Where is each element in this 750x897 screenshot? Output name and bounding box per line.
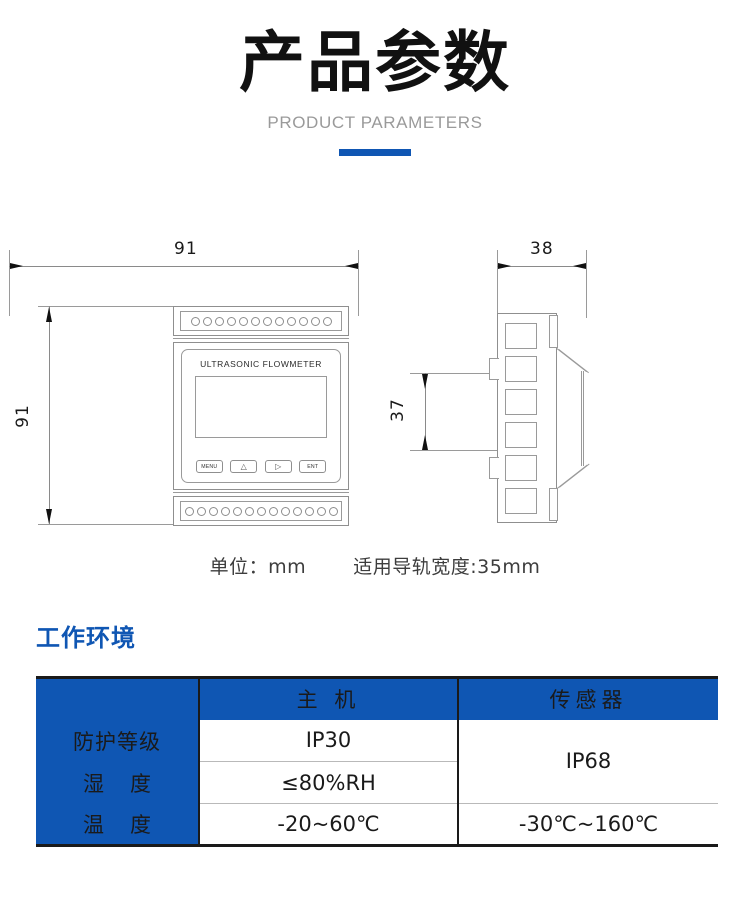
rail-height-value: 37 <box>388 398 408 422</box>
cell-host-temperature: -20~60℃ <box>198 803 459 846</box>
terminal-hole-icon <box>286 316 296 326</box>
menu-button[interactable]: MENU <box>195 460 223 473</box>
side-slot <box>505 455 537 481</box>
terminal-hole-icon <box>322 316 332 326</box>
table-header-blank <box>36 677 199 720</box>
side-slot <box>505 422 537 448</box>
lcd-display <box>195 376 327 438</box>
side-slot <box>505 389 537 415</box>
din-rail-clip-top <box>489 358 499 380</box>
row-label-humidity-part2: 度 <box>130 771 151 796</box>
front-panel-bezel: ULTRASONIC FLOWMETER MENU △ ▷ E <box>181 349 341 483</box>
side-profile-outline <box>489 313 557 523</box>
front-height-value: 91 <box>13 404 33 428</box>
side-slot <box>505 488 537 514</box>
environment-spec-table-wrapper: 主 机 传感器 防护等级 IP30 IP68 湿度 ≤80%RH 温度 -20~… <box>36 676 718 847</box>
row-label-temperature-part2: 度 <box>130 812 151 837</box>
cell-sensor-temperature: -30℃~160℃ <box>458 803 718 846</box>
page-title: 产品参数 <box>239 24 511 101</box>
terminal-hole-icon <box>184 506 194 516</box>
technical-drawing: 91 91 <box>0 228 750 538</box>
drawing-caption: 单位：mm 适用导轨宽度:35mm <box>0 552 750 579</box>
terminal-hole-icon <box>226 316 236 326</box>
environment-spec-table: 主 机 传感器 防护等级 IP30 IP68 湿度 ≤80%RH 温度 -20~… <box>36 676 718 847</box>
side-width-value: 38 <box>530 239 554 259</box>
terminal-hole-icon <box>250 316 260 326</box>
table-header-row: 主 机 传感器 <box>36 677 718 720</box>
terminal-block-top <box>173 306 349 336</box>
terminal-hole-icon <box>196 506 206 516</box>
side-slot <box>505 356 537 382</box>
terminal-hole-icon <box>298 316 308 326</box>
terminal-hole-icon <box>316 506 326 516</box>
terminal-hole-icon <box>202 316 212 326</box>
row-label-protection-grade: 防护等级 <box>36 719 199 762</box>
terminal-holes-bottom-row <box>180 501 342 521</box>
terminal-hole-icon <box>214 316 224 326</box>
enter-button[interactable]: ENT <box>299 460 327 473</box>
terminal-block-bottom <box>173 496 349 526</box>
terminal-hole-icon <box>238 316 248 326</box>
row-label-temperature: 温度 <box>36 803 199 846</box>
side-mounting-lip-bottom <box>549 488 558 521</box>
terminal-hole-icon <box>208 506 218 516</box>
terminal-holes-top-row <box>180 311 342 331</box>
up-button[interactable]: △ <box>230 460 258 473</box>
cell-sensor-protection-grade: IP68 <box>458 719 718 804</box>
menu-button-label: MENU <box>201 463 218 470</box>
keypad: MENU △ ▷ ENT <box>192 459 330 474</box>
table-row: 温度 -20~60℃ -30℃~160℃ <box>36 803 718 846</box>
cell-host-humidity: ≤80%RH <box>198 761 459 804</box>
terminal-hole-icon <box>292 506 302 516</box>
terminal-hole-icon <box>232 506 242 516</box>
caption-rail-width: 适用导轨宽度:35mm <box>353 556 541 578</box>
table-row: 湿度 ≤80%RH <box>36 761 718 804</box>
terminal-hole-icon <box>304 506 314 516</box>
right-triangle-icon: ▷ <box>275 461 282 471</box>
terminal-hole-icon <box>244 506 254 516</box>
up-triangle-icon: △ <box>240 461 247 471</box>
row-label-humidity: 湿度 <box>36 761 199 804</box>
terminal-hole-icon <box>280 506 290 516</box>
terminal-hole-icon <box>256 506 266 516</box>
terminal-hole-icon <box>220 506 230 516</box>
table-header-host: 主 机 <box>198 677 458 720</box>
section-heading-working-environment: 工作环境 <box>36 624 136 652</box>
terminal-hole-icon <box>274 316 284 326</box>
terminal-hole-icon <box>310 316 320 326</box>
front-view-body: ULTRASONIC FLOWMETER MENU △ ▷ E <box>173 306 349 526</box>
title-underline-rule <box>339 149 411 156</box>
front-panel: ULTRASONIC FLOWMETER MENU △ ▷ E <box>173 342 349 490</box>
side-mounting-lip-top <box>549 315 558 348</box>
cell-host-protection-grade: IP30 <box>198 719 459 762</box>
terminal-hole-icon <box>262 316 272 326</box>
page-header: 产品参数 PRODUCT PARAMETERS <box>0 0 750 156</box>
terminal-hole-icon <box>190 316 200 326</box>
device-model-label: ULTRASONIC FLOWMETER <box>200 359 322 369</box>
page-subtitle: PRODUCT PARAMETERS <box>267 113 483 132</box>
front-width-value: 91 <box>174 239 198 259</box>
din-rail-clip-bottom <box>489 457 499 479</box>
side-slot <box>505 323 537 349</box>
enter-button-label: ENT <box>307 463 319 470</box>
row-label-temperature-part1: 温 <box>83 812 104 837</box>
row-label-humidity-part1: 湿 <box>83 771 104 796</box>
table-header-sensor: 传感器 <box>457 677 718 720</box>
terminal-hole-icon <box>268 506 278 516</box>
right-button[interactable]: ▷ <box>264 460 292 473</box>
table-row: 防护等级 IP30 IP68 <box>36 719 718 804</box>
caption-unit: 单位：mm <box>209 556 307 578</box>
side-view-body <box>489 313 590 523</box>
terminal-hole-icon <box>328 506 338 516</box>
